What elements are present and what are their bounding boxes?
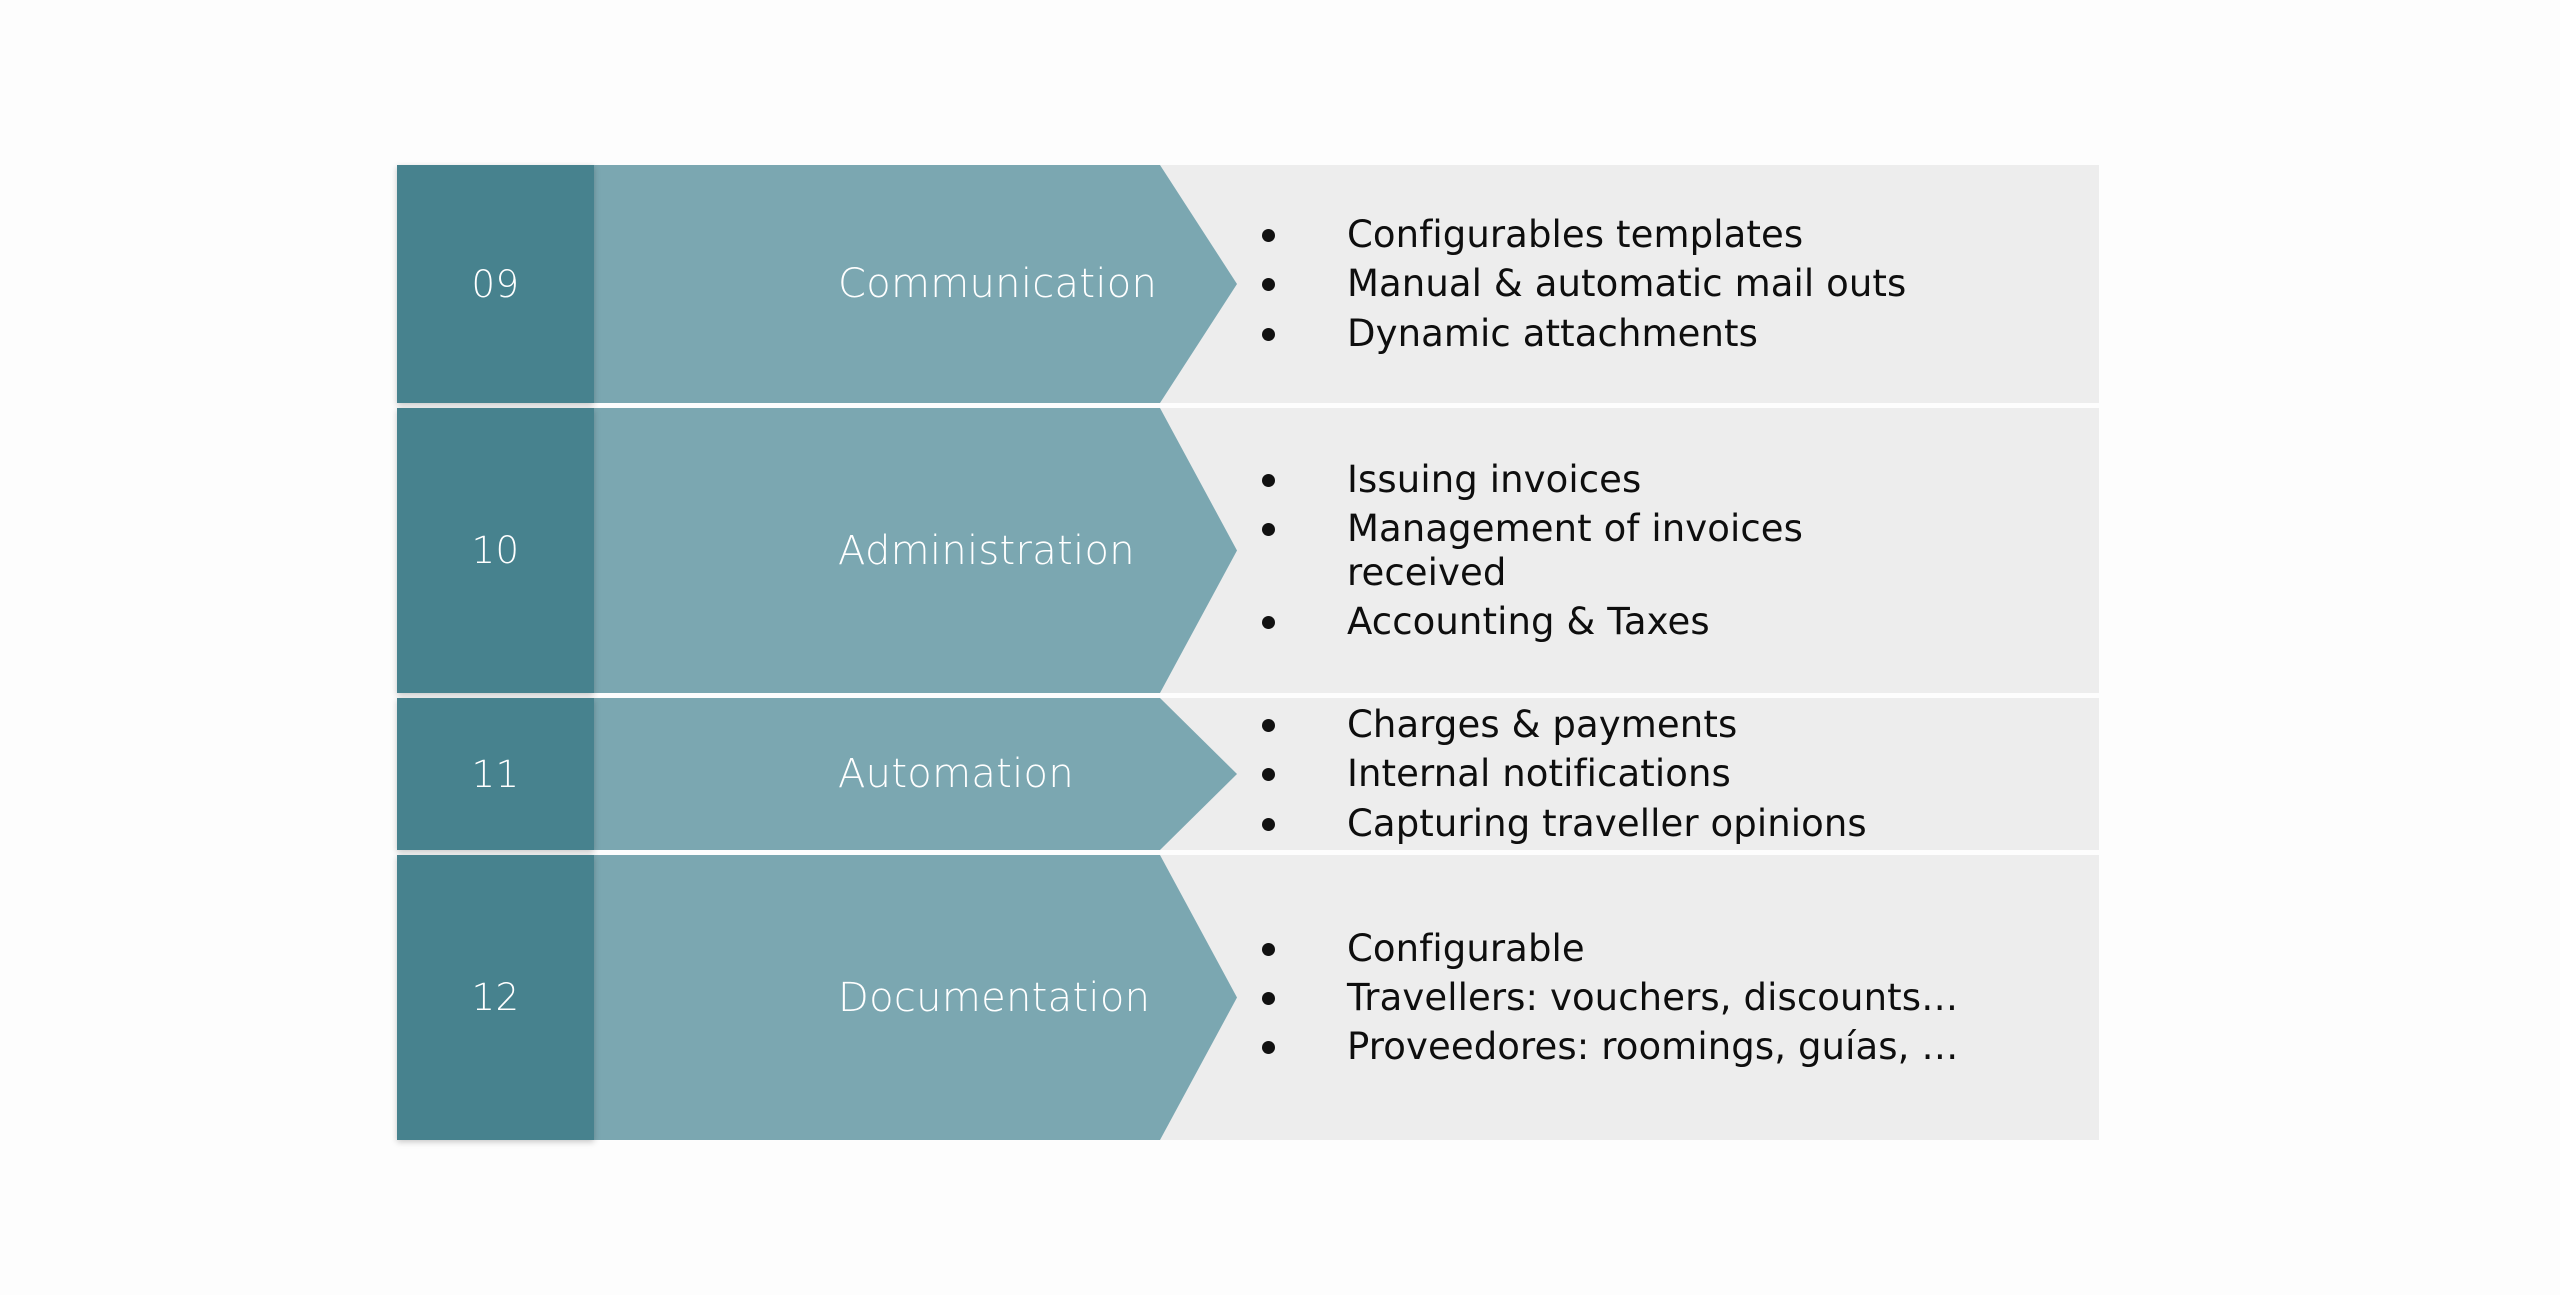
bullet-text: Accounting & Taxes bbox=[1347, 599, 1710, 643]
bullet-text: Travellers: vouchers, discounts… bbox=[1347, 975, 1959, 1019]
list-item: Issuing invoices bbox=[1262, 458, 2075, 501]
step-label-chevron[interactable]: Administration bbox=[589, 408, 1237, 693]
step-label: Administration bbox=[838, 527, 1135, 574]
list-item: Management of invoices received bbox=[1262, 507, 2075, 594]
bullet-dot-icon bbox=[1262, 1041, 1275, 1055]
step-label-chevron[interactable]: Communication bbox=[589, 165, 1237, 403]
bullet-text: Manual & automatic mail outs bbox=[1347, 262, 1907, 306]
bullet-dot-icon bbox=[1262, 278, 1275, 292]
list-item: Capturing traveller opinions bbox=[1262, 802, 2075, 845]
list-item: Proveedores: roomings, guías, … bbox=[1262, 1025, 2075, 1068]
list-item: Accounting & Taxes bbox=[1262, 600, 2075, 643]
bullet-text: Internal notifications bbox=[1347, 752, 1731, 796]
bullet-dot-icon bbox=[1262, 327, 1275, 341]
process-row: 11 Automation Charges & payments Interna… bbox=[397, 698, 2099, 850]
step-label-chevron[interactable]: Documentation bbox=[589, 855, 1237, 1140]
step-number-cell[interactable]: 11 bbox=[397, 698, 594, 850]
bullet-text: Proveedores: roomings, guías, … bbox=[1347, 1025, 1959, 1069]
list-item: Charges & payments bbox=[1262, 703, 2075, 746]
bullet-dot-icon bbox=[1262, 229, 1275, 243]
bullet-dot-icon bbox=[1262, 991, 1275, 1005]
list-item: Manual & automatic mail outs bbox=[1262, 262, 2075, 305]
list-item: Configurable bbox=[1262, 927, 2075, 970]
step-number: 10 bbox=[471, 529, 520, 572]
bullet-dot-icon bbox=[1262, 942, 1275, 956]
bullet-text: Dynamic attachments bbox=[1347, 311, 1759, 355]
list-item: Travellers: vouchers, discounts… bbox=[1262, 976, 2075, 1019]
step-number: 11 bbox=[471, 752, 520, 796]
bullet-dot-icon bbox=[1262, 817, 1275, 831]
step-label: Automation bbox=[838, 751, 1074, 797]
step-number: 09 bbox=[471, 262, 520, 306]
bullet-list: Configurables templates Manual & automat… bbox=[1262, 165, 2075, 403]
step-number-cell[interactable]: 09 bbox=[397, 165, 594, 403]
process-chevron-diagram: 09 Communication Configurables templates… bbox=[397, 165, 2099, 1140]
bullet-dot-icon bbox=[1262, 615, 1275, 629]
step-number-cell[interactable]: 12 bbox=[397, 855, 594, 1140]
process-row: 12 Documentation Configurable Travellers… bbox=[397, 855, 2099, 1140]
bullet-list: Issuing invoices Management of invoices … bbox=[1262, 408, 2075, 693]
step-number: 12 bbox=[471, 976, 520, 1019]
list-item: Internal notifications bbox=[1262, 752, 2075, 795]
bullet-text: Issuing invoices bbox=[1347, 457, 1642, 501]
step-label: Documentation bbox=[838, 974, 1151, 1021]
bullet-dot-icon bbox=[1262, 768, 1275, 782]
bullet-text: Capturing traveller opinions bbox=[1347, 801, 1867, 845]
bullet-list: Charges & payments Internal notification… bbox=[1262, 698, 2075, 850]
list-item: Configurables templates bbox=[1262, 213, 2075, 256]
bullet-dot-icon bbox=[1262, 719, 1275, 733]
process-row: 10 Administration Issuing invoices Manag… bbox=[397, 408, 2099, 693]
step-number-cell[interactable]: 10 bbox=[397, 408, 594, 693]
bullet-text: Configurable bbox=[1347, 926, 1585, 970]
step-label: Communication bbox=[838, 261, 1158, 307]
bullet-list: Configurable Travellers: vouchers, disco… bbox=[1262, 855, 2075, 1140]
bullet-dot-icon bbox=[1262, 523, 1275, 537]
bullet-text: Management of invoices received bbox=[1347, 507, 1804, 594]
step-label-chevron[interactable]: Automation bbox=[589, 698, 1237, 850]
list-item: Dynamic attachments bbox=[1262, 312, 2075, 355]
bullet-dot-icon bbox=[1262, 473, 1275, 487]
bullet-text: Charges & payments bbox=[1347, 703, 1738, 747]
process-row: 09 Communication Configurables templates… bbox=[397, 165, 2099, 403]
bullet-text: Configurables templates bbox=[1347, 213, 1804, 257]
